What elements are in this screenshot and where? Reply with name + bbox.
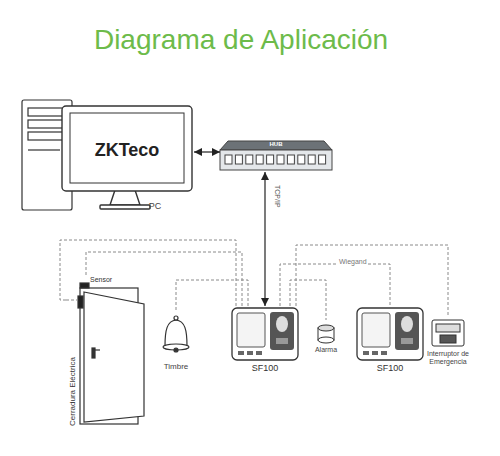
door <box>66 283 144 424</box>
device-label: Timbre <box>164 362 189 371</box>
emergency-switch <box>432 320 464 346</box>
switch-port <box>246 155 253 164</box>
sf100-terminal <box>270 312 294 350</box>
lock-wire <box>66 299 78 300</box>
terminal: SF100 <box>230 306 300 376</box>
door: SensorCerradura Eléctrica <box>66 276 154 428</box>
emergency-switch: Interruptor de Emergencia <box>422 316 476 392</box>
switch-port <box>319 155 326 164</box>
signal-wire <box>290 280 326 320</box>
terminal: SF100 <box>355 306 425 376</box>
door <box>92 349 100 350</box>
sf100-terminal <box>232 308 298 360</box>
part-label: Cerradura Eléctrica <box>68 357 77 426</box>
door <box>84 292 144 422</box>
pc-monitor <box>62 106 192 209</box>
switch-port <box>287 155 294 164</box>
diagram-title: Diagrama de Aplicación <box>94 24 388 56</box>
sf100-terminal <box>232 308 298 360</box>
bell <box>174 316 178 320</box>
switch-port <box>298 155 305 164</box>
bell <box>163 316 189 352</box>
network-switch <box>220 141 332 170</box>
device-label: SF100 <box>377 363 404 373</box>
electric-lock <box>78 296 83 308</box>
sf100-terminal <box>276 316 288 332</box>
device-label: SF100 <box>252 363 279 373</box>
sf100-terminal <box>247 351 253 355</box>
alarm: Alarma <box>305 320 347 364</box>
switch-port <box>235 155 242 164</box>
part-label: Sensor <box>90 276 112 284</box>
pc-tower <box>28 108 66 116</box>
sf100-terminal <box>276 338 288 344</box>
network-switch <box>220 150 332 170</box>
switch-port <box>308 155 315 164</box>
emergency-switch <box>436 324 460 332</box>
pc-monitor <box>62 106 192 191</box>
device-label: HUB <box>270 141 283 148</box>
network-switch <box>220 141 332 150</box>
signal-wire <box>296 245 448 316</box>
device-label: Interruptor de Emergencia <box>425 350 471 366</box>
bell: Timbre <box>155 312 197 374</box>
alarm-siren <box>318 325 334 331</box>
emergency-switch <box>440 335 456 343</box>
alarm-siren <box>318 337 334 343</box>
switch-port <box>277 155 284 164</box>
sf100-terminal <box>357 308 423 360</box>
edge-label: Wiegand <box>338 258 368 266</box>
pc-monitor <box>110 190 140 205</box>
signal-wire <box>176 280 248 312</box>
sf100-terminal <box>256 351 262 355</box>
switch-port <box>267 155 274 164</box>
pc-tower <box>28 132 66 140</box>
pc-tower <box>28 120 66 128</box>
device-label: PC <box>149 201 162 211</box>
network-link <box>194 151 220 152</box>
bell <box>174 348 178 352</box>
sf100-terminal <box>238 351 244 355</box>
network-hub: HUB <box>220 140 332 172</box>
device-label: Alarma <box>315 346 337 354</box>
pc-monitor <box>100 205 150 209</box>
edge-label: TCP/IP <box>273 184 281 209</box>
bell <box>165 320 187 346</box>
alarm-siren <box>318 325 334 343</box>
brand-logo: ZKTeco <box>95 140 160 161</box>
switch-ports <box>225 155 326 164</box>
pc-tower <box>28 149 60 150</box>
sf100-terminal <box>237 313 265 347</box>
network-link <box>264 172 265 306</box>
pc-monitor <box>70 113 184 183</box>
emergency-switch <box>432 320 464 346</box>
signal-wire <box>86 252 242 306</box>
pc: ZKTecoPC <box>18 98 194 220</box>
door-sensor <box>80 283 89 288</box>
switch-port <box>225 155 232 164</box>
switch-port <box>256 155 263 164</box>
